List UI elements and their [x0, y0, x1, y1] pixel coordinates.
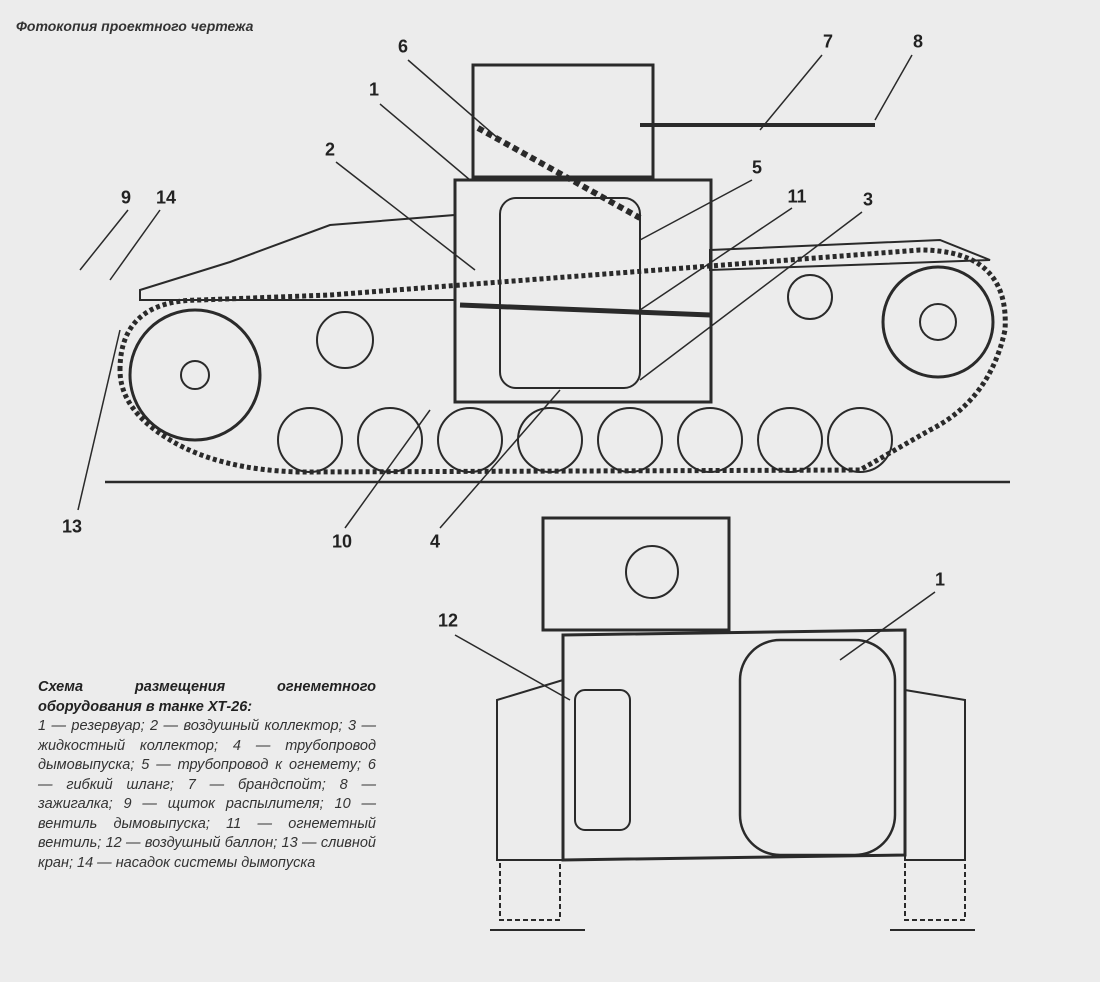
- callout-1-rear: 1: [934, 569, 946, 590]
- caption-legend: 1 — резервуар; 2 — воздушный коллектор; …: [38, 718, 376, 871]
- callout-2: 2: [324, 139, 336, 160]
- callout-10: 10: [331, 531, 353, 552]
- callout-14: 14: [155, 187, 177, 208]
- idler-wheel: [128, 308, 262, 442]
- road-wheels: [277, 407, 893, 473]
- callout-13: 13: [61, 516, 83, 537]
- callout-3: 3: [862, 189, 874, 210]
- callout-11: 11: [787, 186, 807, 207]
- return-roller: [787, 274, 833, 320]
- callout-4: 4: [429, 531, 441, 552]
- callout-1: 1: [368, 79, 380, 100]
- callout-6: 6: [397, 36, 409, 57]
- return-roller: [316, 311, 374, 369]
- drive-sprocket: [881, 265, 995, 379]
- reservoir: [499, 197, 641, 389]
- callout-5: 5: [751, 157, 763, 178]
- sprocket-hub: [919, 303, 957, 341]
- figure-caption: Схема размещения огнеметного оборудовани…: [38, 678, 376, 873]
- flexible-hose: [476, 125, 642, 221]
- callout-12: 12: [437, 610, 459, 631]
- track: [117, 247, 1008, 475]
- caption-heading: Схема размещения огнеметного оборудовани…: [38, 679, 376, 715]
- callout-7: 7: [822, 31, 834, 52]
- drawing-title: Фотокопия проектного чертежа: [16, 18, 254, 34]
- rear-section-view: [490, 516, 975, 931]
- leader-lines: [77, 54, 936, 701]
- turret: [471, 63, 655, 179]
- pipe: [459, 302, 711, 318]
- idler-hub: [180, 360, 210, 390]
- fighting-compartment: [453, 178, 713, 404]
- callout-8: 8: [912, 31, 924, 52]
- callout-9: 9: [120, 187, 132, 208]
